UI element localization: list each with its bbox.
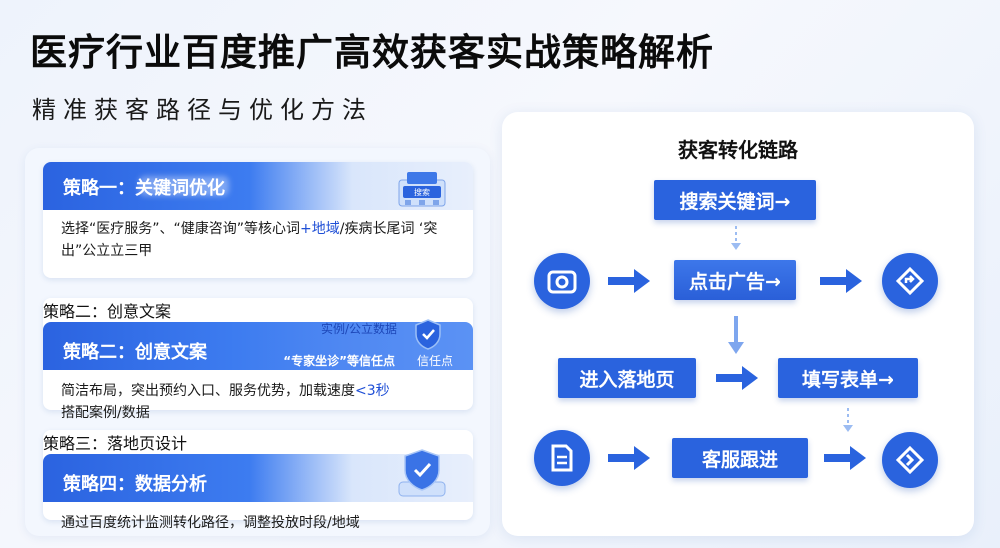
flow-panel: 获客转化链路 搜索关键词→ 点击广告→ 进入落地页 填写表单→	[502, 112, 974, 536]
down-arrow	[728, 316, 744, 354]
direction-icon	[882, 253, 938, 309]
strategy-card-header: 策略二：创意文案 实例/公立数据 “专家坐诊”等信任点 信任点	[43, 319, 473, 370]
strategy-card-header: 策略一：关键词优化 搜索	[43, 162, 473, 210]
right-arrow	[716, 366, 758, 390]
strategy-body: 通过百度统计监测转化路径，调整投放时段/地域	[43, 502, 473, 544]
click-ad-node: 点击广告→	[674, 260, 796, 300]
page-subtitle: 精准获客路径与优化方法	[32, 96, 373, 124]
blur-overlay	[139, 176, 229, 196]
ghost-label: 策略二：创意文案	[43, 302, 172, 321]
shield-icon	[415, 319, 441, 350]
trust-quote-tag: “专家坐诊”等信任点	[283, 354, 395, 368]
strategy-panel: 策略一：关键词优化 搜索 选择“医疗服务”、“健康咨询”等核心词+地域/疾病长尾…	[25, 148, 490, 536]
body-text: 搭配案例/数据	[61, 405, 150, 421]
search-keyword-node: 搜索关键词→	[654, 180, 816, 220]
trust-tag: 信任点	[416, 354, 453, 368]
strategy-card-header: 策略四：数据分析	[43, 449, 473, 502]
data-tag: 实例/公立数据	[320, 322, 397, 336]
body-highlight: <3秒	[355, 383, 390, 399]
right-arrow	[820, 269, 862, 293]
building-icon: 搜索	[398, 172, 446, 207]
customer-service-node: 客服跟进	[672, 438, 808, 478]
body-text: 简洁布局，突出预约入口、服务优势，加载速度	[61, 383, 355, 399]
building-icon-text: 搜索	[414, 187, 430, 197]
chevron-right-icon	[882, 432, 938, 488]
document-icon	[534, 430, 590, 486]
strategy-body: 简洁布局，突出预约入口、服务优势，加载速度<3秒搭配案例/数据	[43, 370, 473, 434]
body-highlight: +地域	[300, 221, 340, 237]
right-arrow	[608, 446, 650, 470]
shield-check-icon	[398, 449, 446, 497]
dashed-down-arrow	[731, 226, 741, 250]
right-arrow	[608, 269, 650, 293]
body-text: 选择“医疗服务”、“健康咨询”等核心词	[61, 221, 301, 237]
dashed-down-arrow	[843, 408, 853, 432]
page-title: 医疗行业百度推广高效获客实战策略解析	[30, 31, 714, 74]
strategy-label: 策略四：数据分析	[63, 474, 207, 495]
strategy-card-3: 策略三：落地页设计 策略四：数据分析 通过百度统计监测转化路径，调整投放时段/地…	[43, 430, 473, 531]
fill-form-node: 填写表单→	[778, 358, 918, 398]
body-text: 通过百度统计监测转化路径，调整投放时段/地域	[61, 515, 360, 531]
strategy-card-2: 策略二：创意文案 策略二：创意文案 实例/公立数据 “专家坐诊”等信任点 信任点…	[43, 298, 473, 421]
flow-title: 获客转化链路	[678, 138, 798, 162]
strategy-label: 策略一：关键词优化	[63, 178, 225, 199]
right-arrow	[824, 446, 866, 470]
strategy-card-1: 策略一：关键词优化 搜索 选择“医疗服务”、“健康咨询”等核心词+地域/疾病长尾…	[43, 162, 473, 278]
camera-icon	[534, 253, 590, 309]
landing-page-node: 进入落地页	[558, 358, 696, 398]
strategy-body: 选择“医疗服务”、“健康咨询”等核心词+地域/疾病长尾词 ‘突出”公立立三甲	[43, 210, 473, 272]
ghost-label: 策略三：落地页设计	[43, 434, 188, 453]
body-text: /疾病长尾词 ‘突出”公立立三甲	[61, 221, 438, 259]
strategy-label: 策略二：创意文案	[63, 342, 207, 363]
